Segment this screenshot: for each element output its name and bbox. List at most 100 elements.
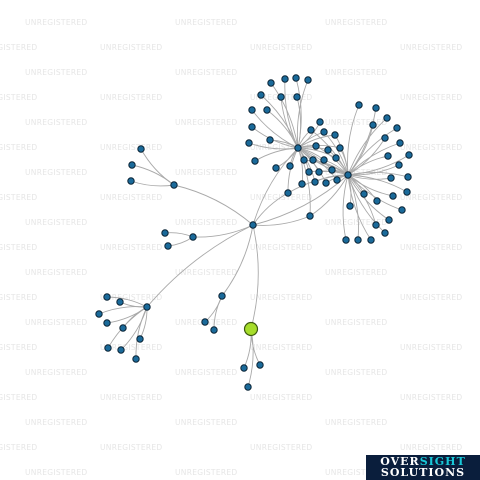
node-r9[interactable] (132, 355, 140, 363)
node-h2[interactable] (344, 171, 352, 179)
watermark-text: UNREGISTERED (0, 43, 37, 52)
node-b6[interactable] (381, 134, 389, 142)
node-hub[interactable] (249, 221, 257, 229)
node-r1[interactable] (103, 293, 111, 301)
node-b8[interactable] (405, 151, 413, 159)
node-p1[interactable] (137, 145, 145, 153)
node-b22[interactable] (367, 236, 375, 244)
node-r5[interactable] (119, 324, 127, 332)
node-c09[interactable] (332, 154, 340, 162)
node-c01[interactable] (307, 126, 315, 134)
node-b5[interactable] (393, 124, 401, 132)
node-a10[interactable] (248, 123, 256, 131)
node-a3[interactable] (292, 74, 300, 82)
edge-h2-b5 (347, 127, 398, 176)
node-r2[interactable] (116, 298, 124, 306)
node-b20[interactable] (381, 229, 389, 237)
node-l1[interactable] (170, 181, 178, 189)
node-r3[interactable] (95, 310, 103, 318)
node-a6[interactable] (277, 93, 285, 101)
node-a12[interactable] (245, 139, 253, 147)
watermark-text: UNREGISTERED (250, 443, 312, 452)
edge-h2-c02 (323, 131, 349, 176)
node-a8[interactable] (248, 106, 256, 114)
node-a9[interactable] (263, 106, 271, 114)
node-u2[interactable] (256, 361, 264, 369)
node-s1[interactable] (201, 318, 209, 326)
node-b10[interactable] (395, 161, 403, 169)
node-b4[interactable] (369, 121, 377, 129)
node-u3[interactable] (244, 383, 252, 391)
node-a13[interactable] (251, 157, 259, 165)
node-a15[interactable] (286, 162, 294, 170)
node-b17[interactable] (360, 190, 368, 198)
edge-h1-a13 (254, 147, 299, 162)
node-b2[interactable] (372, 104, 380, 112)
node-a2[interactable] (281, 75, 289, 83)
node-s2[interactable] (210, 326, 218, 334)
node-a4[interactable] (304, 76, 312, 84)
node-a1[interactable] (267, 79, 275, 87)
node-u1[interactable] (240, 364, 248, 372)
node-c10[interactable] (315, 168, 323, 176)
watermark-text: UNREGISTERED (0, 293, 37, 302)
node-a14[interactable] (272, 164, 280, 172)
node-p2[interactable] (128, 161, 136, 169)
node-c1[interactable] (306, 212, 314, 220)
node-m1[interactable] (218, 292, 226, 300)
node-b9[interactable] (384, 152, 392, 160)
node-r6[interactable] (136, 335, 144, 343)
node-c13[interactable] (311, 178, 319, 186)
node-q2[interactable] (164, 242, 172, 250)
edge-hub-h1 (252, 147, 299, 226)
node-b13[interactable] (403, 188, 411, 196)
node-c07[interactable] (309, 156, 317, 164)
node-l2[interactable] (189, 233, 197, 241)
node-r7[interactable] (104, 344, 112, 352)
node-b12[interactable] (387, 174, 395, 182)
node-b18[interactable] (385, 216, 393, 224)
node-q1[interactable] (161, 229, 169, 237)
node-b19[interactable] (372, 221, 380, 229)
node-b23[interactable] (354, 236, 362, 244)
node-c15[interactable] (333, 176, 341, 184)
node-c12[interactable] (305, 168, 313, 176)
node-h1[interactable] (294, 144, 302, 152)
node-c06[interactable] (336, 144, 344, 152)
node-b16[interactable] (398, 206, 406, 214)
node-l3[interactable] (143, 303, 151, 311)
watermark-text: UNREGISTERED (25, 418, 87, 427)
watermark-text: UNREGISTERED (325, 68, 387, 77)
node-c04[interactable] (312, 142, 320, 150)
edge-l1-p1 (140, 148, 175, 186)
watermark-text: UNREGISTERED (325, 318, 387, 327)
node-c2[interactable] (284, 189, 292, 197)
node-a11[interactable] (266, 136, 274, 144)
node-c16[interactable] (300, 156, 308, 164)
node-a7[interactable] (293, 93, 301, 101)
node-c11[interactable] (328, 166, 336, 174)
node-c14[interactable] (322, 179, 330, 187)
node-c08[interactable] (320, 156, 328, 164)
watermark-text: UNREGISTERED (175, 18, 237, 27)
node-b7[interactable] (396, 139, 404, 147)
node-c03[interactable] (331, 131, 339, 139)
node-b14[interactable] (389, 192, 397, 200)
node-r8[interactable] (117, 346, 125, 354)
node-a16[interactable] (298, 180, 306, 188)
node-r4[interactable] (103, 319, 111, 327)
node-b1[interactable] (355, 101, 363, 109)
node-b24[interactable] (342, 236, 350, 244)
node-b15[interactable] (373, 197, 381, 205)
highlighted-node[interactable] (243, 321, 259, 337)
node-b3[interactable] (383, 114, 391, 122)
node-c02[interactable] (320, 128, 328, 136)
node-c05[interactable] (324, 146, 332, 154)
node-a17[interactable] (316, 118, 324, 126)
node-b11[interactable] (404, 173, 412, 181)
node-b21[interactable] (346, 202, 354, 210)
node-p3[interactable] (127, 177, 135, 185)
edge-h2-b9 (347, 155, 389, 176)
watermark-text: UNREGISTERED (325, 368, 387, 377)
node-a5[interactable] (257, 91, 265, 99)
